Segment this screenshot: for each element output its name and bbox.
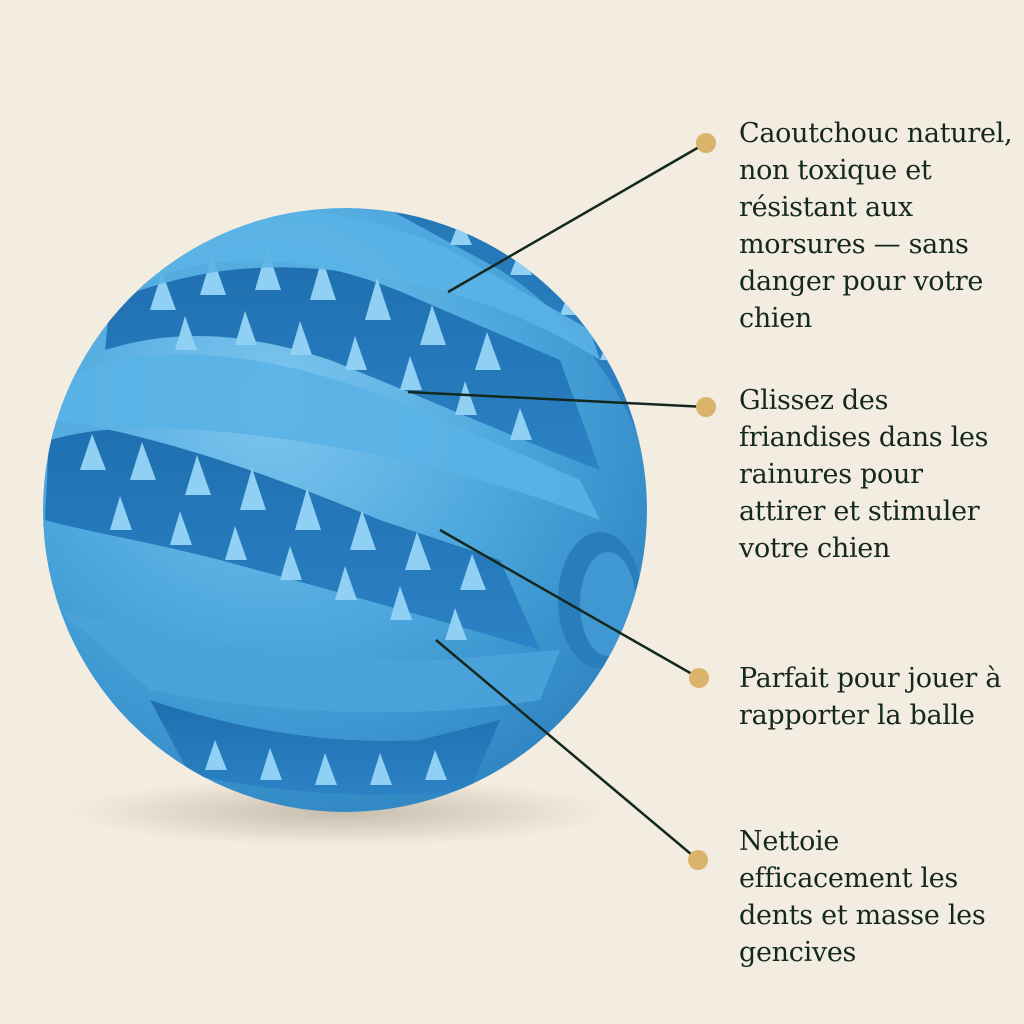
callout-dot-3: [689, 668, 709, 688]
ball-band-lower: [60, 610, 560, 713]
treat-hole-inner: [580, 552, 636, 656]
leader-line-1: [447, 141, 707, 294]
callout-dot-1: [696, 133, 716, 153]
callout-text-1: Caoutchouc naturel, non toxique et résis…: [739, 118, 1013, 334]
leader-lines: [407, 141, 707, 861]
callout-dots: [688, 133, 716, 870]
leader-line-2: [407, 390, 707, 409]
ball-band-middle: [50, 354, 600, 520]
ball-band-upper: [110, 210, 600, 360]
groove-lower: [150, 700, 500, 795]
callout-text-3: Parfait pour jouer à rapporter la balle: [739, 663, 1002, 731]
groove-middle: [45, 420, 540, 650]
callout-dot-4: [688, 850, 708, 870]
callout-text-4: Nettoie efficacement les dents et masse …: [739, 826, 986, 968]
callout-dot-2: [696, 397, 716, 417]
ball-shadow: [70, 778, 610, 846]
ball-nubs: [80, 219, 622, 785]
callout-text-2: Glissez des friandises dans les rainures…: [739, 385, 989, 564]
leader-line-4: [435, 639, 699, 861]
leader-line-3: [439, 528, 700, 680]
